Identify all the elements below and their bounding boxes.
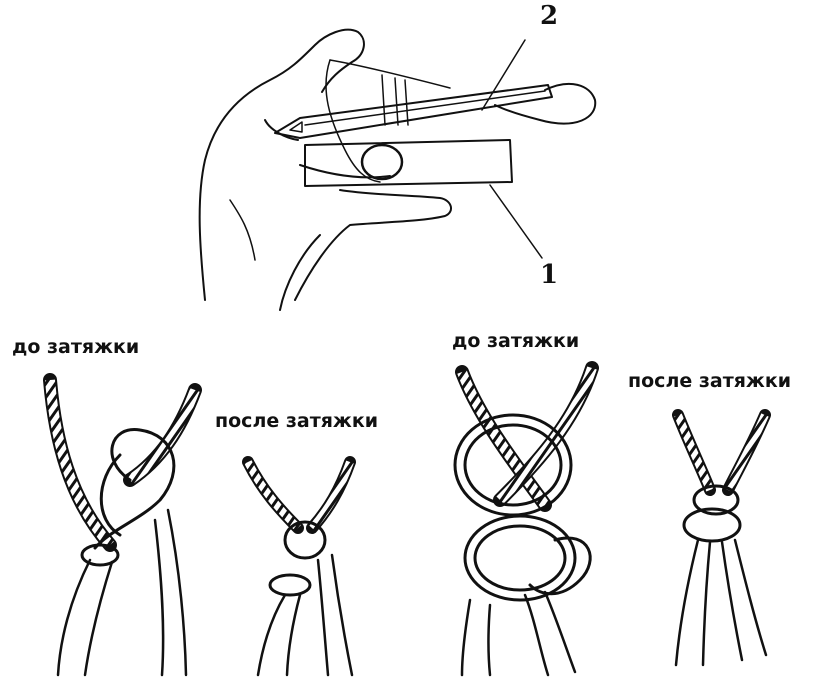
leader-line-1 [489, 184, 543, 259]
callout-number-2: 2 [540, 1, 559, 31]
callout-number-1: 1 [540, 260, 559, 290]
knot-a-before-figure [43, 373, 202, 677]
leader-line-2 [481, 39, 526, 111]
knot-b-after-label: после затяжки [628, 370, 792, 392]
knot-b-before-figure [453, 361, 599, 677]
knot-a-after-figure [242, 456, 356, 677]
knot-a-after-label: после затяжки [215, 410, 379, 432]
knot-a-before-label: до затяжки [12, 336, 140, 358]
knot-b-after-figure [672, 409, 771, 667]
knot-b-before-label: до затяжки [452, 330, 580, 352]
hand-with-needle-figure [198, 28, 597, 311]
